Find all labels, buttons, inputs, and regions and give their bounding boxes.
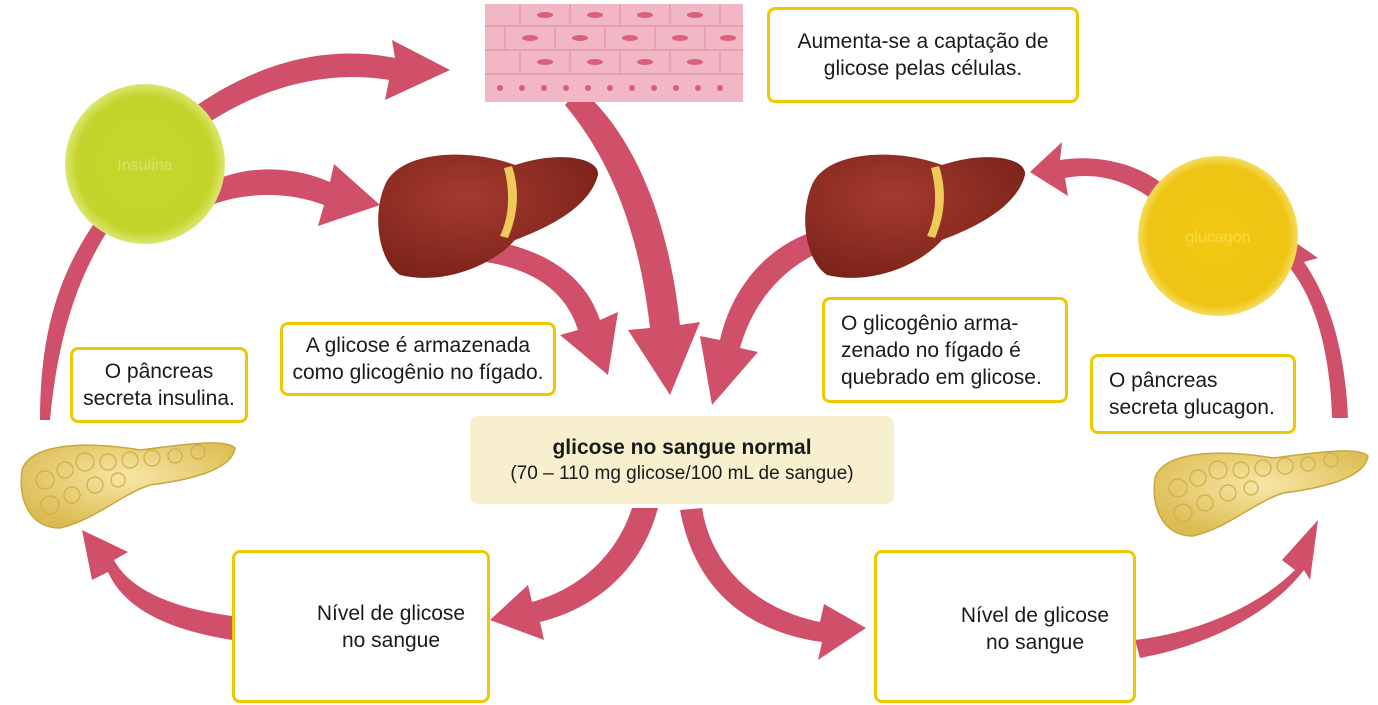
arrow-center-to-level-low	[680, 508, 866, 660]
level-high-text: Nível de glicose no sangue	[316, 602, 466, 652]
pancreas-right-image	[1153, 450, 1369, 537]
arrow-liver-right-to-center	[700, 232, 820, 405]
arrow-liver-to-center	[486, 240, 618, 375]
level-low-text: Nível de glicose no sangue	[960, 604, 1110, 654]
pancreas-insulin-text: O pâncreas secreta insulina.	[83, 360, 235, 410]
level-low-box	[874, 550, 1136, 703]
arrow-insulin-to-tissue	[190, 40, 450, 125]
arrow-pancreas-to-glucagon	[1278, 236, 1348, 418]
insulin-label: Insulina	[117, 157, 172, 174]
liver-right-image	[805, 154, 1026, 278]
pancreas-insulin-box: O pâncreas secreta insulina.	[70, 347, 248, 423]
arrow-tissue-to-center	[565, 88, 700, 395]
normal-glucose-range: (70 – 110 mg glicose/100 mL de sangue)	[510, 463, 854, 484]
pancreas-glucagon-box: O pâncreas secreta glucagon.	[1090, 354, 1296, 434]
cell-tissue-image	[485, 4, 743, 102]
normal-glucose-title: glicose no sangue normal	[552, 436, 812, 459]
insulin-circle	[65, 84, 225, 244]
stored-box: A glicose é armazenada como glicogênio n…	[280, 322, 556, 396]
broken-text: O glicogênio arma- zenado no fígado é qu…	[841, 311, 1042, 389]
uptake-text: Aumenta-se a captação de glicose pelas c…	[797, 30, 1049, 80]
glucagon-label: glucagon	[1186, 229, 1251, 246]
pancreas-glucagon-text: O pâncreas secreta glucagon.	[1109, 369, 1275, 419]
arrow-level-low-to-pancreas	[1135, 520, 1318, 658]
stored-text: A glicose é armazenada como glicogênio n…	[292, 334, 544, 384]
arrow-glucagon-to-liver	[1030, 142, 1160, 198]
uptake-box: Aumenta-se a captação de glicose pelas c…	[767, 7, 1079, 103]
level-high-box	[232, 550, 490, 703]
broken-box: O glicogênio arma- zenado no fígado é qu…	[822, 297, 1068, 403]
glucagon-circle	[1138, 156, 1298, 316]
liver-left-image	[378, 154, 599, 278]
arrow-level-high-to-pancreas	[82, 530, 232, 640]
normal-glucose-box: glicose no sangue normal (70 – 110 mg gl…	[470, 416, 894, 504]
arrow-center-to-level-high	[490, 508, 658, 640]
pancreas-left-image	[20, 442, 236, 529]
